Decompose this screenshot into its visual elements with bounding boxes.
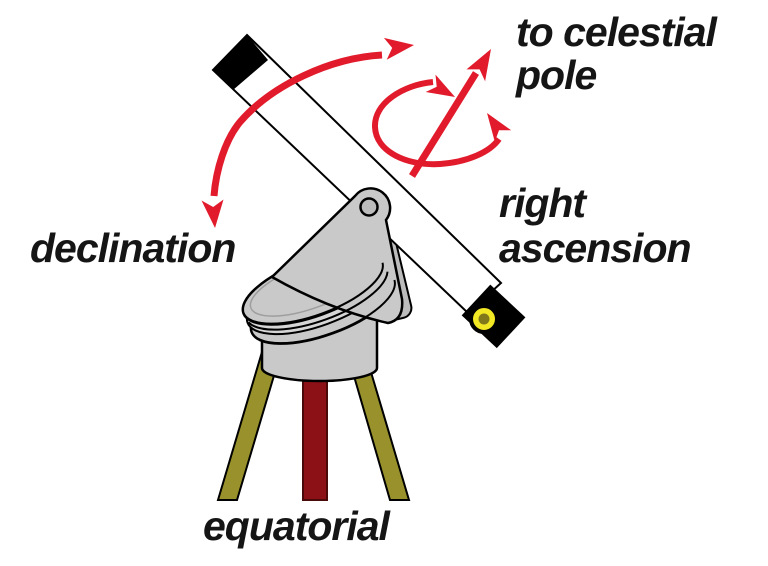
lens-cap bbox=[213, 35, 268, 90]
label-to-celestial-pole-line1: to celestial bbox=[516, 9, 719, 55]
label-right-ascension-line1: right bbox=[499, 180, 588, 226]
tripod-legs bbox=[216, 351, 411, 501]
pivot-hole bbox=[359, 197, 379, 217]
polar-arrowhead bbox=[466, 49, 491, 82]
label-to-celestial-pole-line2: pole bbox=[515, 52, 596, 98]
right-ascension-arrowhead-bottom bbox=[487, 113, 512, 142]
declination-swing-arrow bbox=[201, 37, 414, 228]
focus-knob-center bbox=[478, 313, 490, 325]
center-column bbox=[302, 359, 328, 501]
label-right-ascension-line2: ascension bbox=[499, 225, 691, 271]
declination-arrowhead-bottom bbox=[201, 199, 224, 228]
label-declination: declination bbox=[30, 225, 235, 271]
to-celestial-pole-arrow bbox=[409, 49, 491, 178]
right-ascension-rotation-loop bbox=[371, 74, 512, 168]
mount-wedge bbox=[269, 187, 404, 325]
declination-arrowhead-top bbox=[383, 37, 414, 60]
platter-front-rim bbox=[242, 262, 396, 345]
right-ascension-arrowhead-top bbox=[425, 74, 455, 97]
wedge-plate bbox=[269, 187, 404, 325]
label-equatorial: equatorial bbox=[203, 503, 392, 549]
